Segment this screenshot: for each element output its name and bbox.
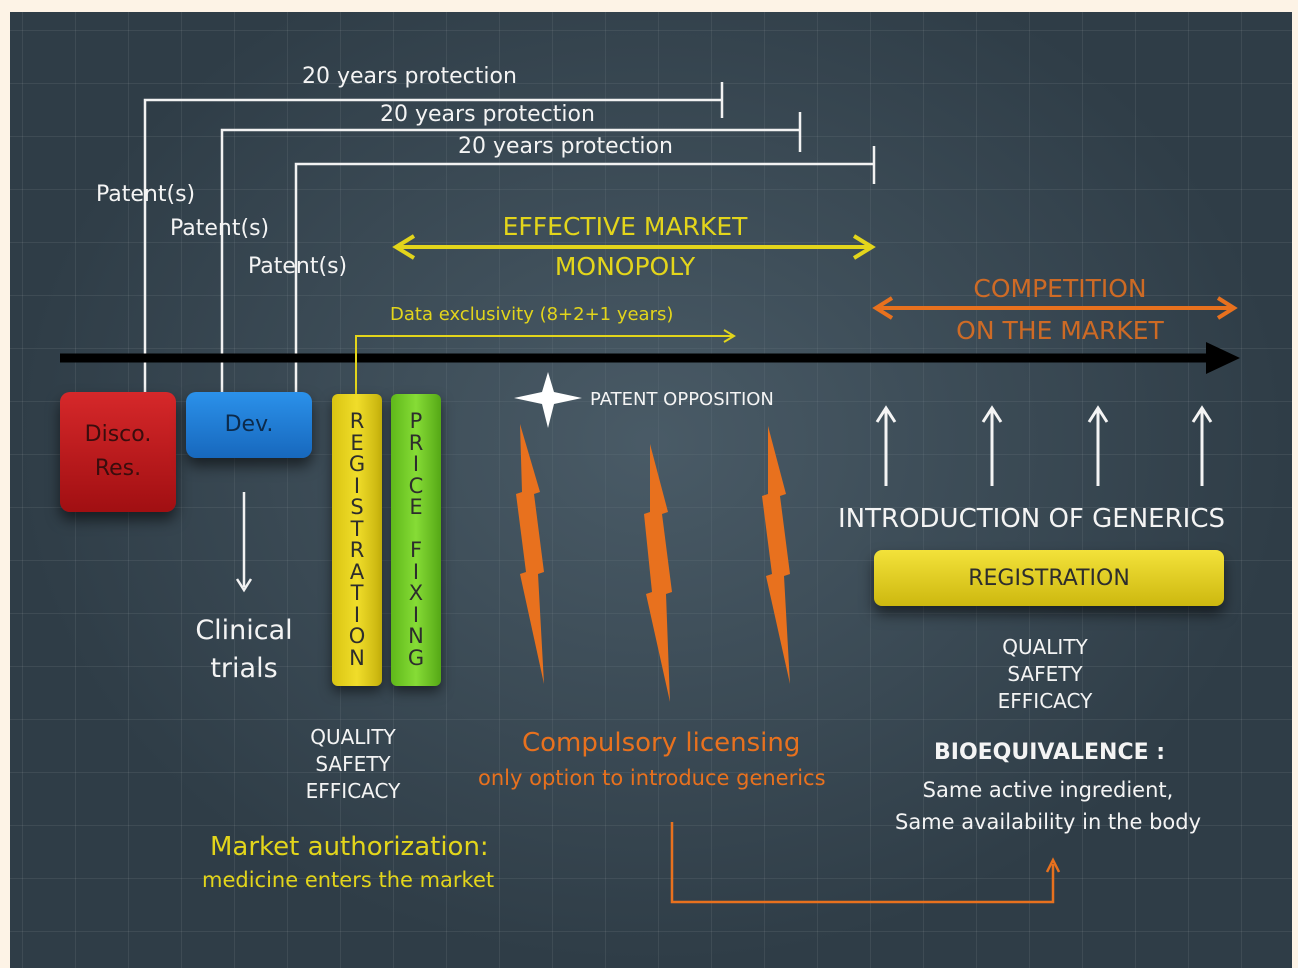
monopoly-line-2: MONOPOLY <box>554 252 696 281</box>
bioequivalence-line-1: Same active ingredient, <box>922 778 1174 802</box>
right-efficacy: EFFICACY <box>997 689 1093 713</box>
right-quality: QUALITY <box>1002 635 1088 659</box>
left-safety: SAFETY <box>315 752 391 776</box>
connector-lines <box>60 82 1240 904</box>
discovery-label-2: Res. <box>94 456 142 481</box>
generics-registration-label: REGISTRATION <box>968 565 1130 591</box>
protection-label-2: 20 years protection <box>380 102 595 127</box>
clinical-line-2: trials <box>210 653 278 684</box>
patent-label-1: Patent(s) <box>96 182 196 207</box>
lightning-bolts <box>516 424 790 702</box>
star-icon <box>514 372 582 428</box>
bioequivalence-line-2: Same availability in the body <box>894 810 1202 834</box>
data-exclusivity-line <box>355 329 736 397</box>
clinical-trials-arrow <box>235 492 253 593</box>
generics-registration-box: REGISTRATION <box>874 550 1224 606</box>
bioequivalence-title: BIOEQUIVALENCE : <box>934 740 1166 765</box>
right-safety: SAFETY <box>1007 662 1083 686</box>
data-exclusivity-label: Data exclusivity (8+2+1 years) <box>390 304 674 325</box>
competition-line-1: COMPETITION <box>973 274 1147 303</box>
discovery-label-1: Disco. <box>84 422 152 447</box>
protection-label-1: 20 years protection <box>302 64 517 89</box>
development-box: Dev. <box>186 392 312 458</box>
compulsory-licensing-subtitle: only option to introduce generics <box>478 766 826 790</box>
protection-label-3: 20 years protection <box>458 134 673 159</box>
monopoly-arrow <box>392 234 876 260</box>
left-quality: QUALITY <box>310 725 396 749</box>
market-authorization-subtitle: medicine enters the market <box>202 868 495 892</box>
market-authorization-title: Market authorization: <box>210 832 489 862</box>
compulsory-connector <box>670 822 1061 904</box>
development-label: Dev. <box>224 412 274 437</box>
protection-brackets <box>143 82 876 392</box>
bioequivalence-description: Same active ingredient, Same availabilit… <box>878 774 1218 838</box>
competition-line-2: ON THE MARKET <box>956 316 1164 345</box>
introduction-of-generics-label: INTRODUCTION OF GENERICS <box>838 504 1225 534</box>
clinical-line-1: Clinical <box>195 615 293 646</box>
competition-arrow <box>872 296 1238 320</box>
patent-opposition-label: PATENT OPPOSITION <box>590 389 774 410</box>
discovery-research-box: Disco. Res. <box>60 392 176 512</box>
patent-label-3: Patent(s) <box>248 254 348 279</box>
patent-label-2: Patent(s) <box>170 216 270 241</box>
generics-arrows <box>875 405 1213 486</box>
right-quality-safety-efficacy: QUALITY SAFETY EFFICACY <box>990 634 1100 715</box>
diagram-board: 20 years protection 20 years protection … <box>10 12 1292 968</box>
compulsory-licensing-title: Compulsory licensing <box>522 728 801 758</box>
left-quality-safety-efficacy: QUALITY SAFETY EFFICACY <box>298 724 408 805</box>
left-efficacy: EFFICACY <box>305 779 401 803</box>
monopoly-line-1: EFFECTIVE MARKET <box>502 212 748 241</box>
timeline-arrow <box>60 342 1240 374</box>
clinical-trials-label: Clinical trials <box>194 612 294 688</box>
